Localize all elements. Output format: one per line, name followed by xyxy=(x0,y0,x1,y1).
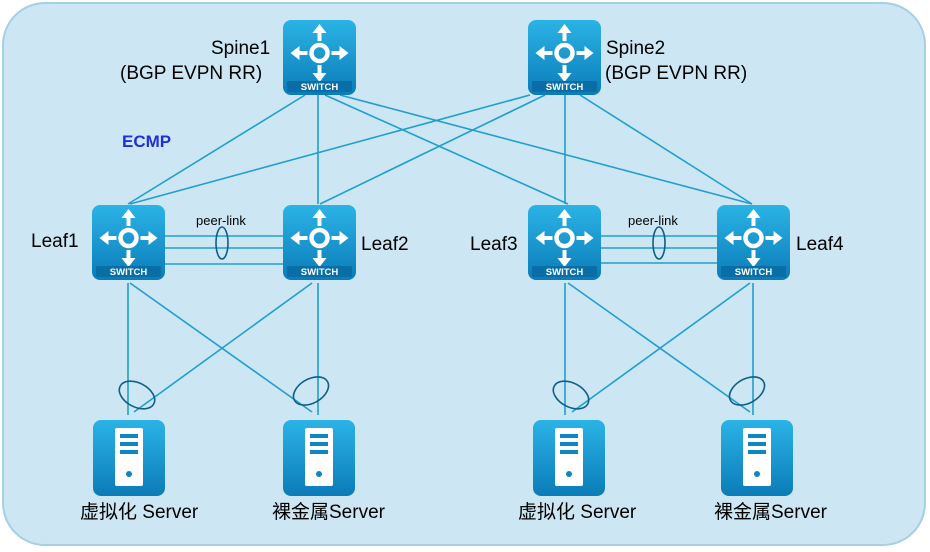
link-leaf1-server2 xyxy=(129,282,313,413)
peer-link-label-left: peer-link xyxy=(196,213,246,228)
peer-link-label-right: peer-link xyxy=(628,213,678,228)
spine1-name: Spine1 xyxy=(211,38,270,59)
switch-caption: SWITCH xyxy=(546,82,584,93)
switch-caption-bar xyxy=(532,81,597,92)
aggregation-markers xyxy=(118,226,766,410)
links-layer xyxy=(127,94,754,415)
switch-caption: SWITCH xyxy=(735,267,773,278)
leaf1-switch[interactable]: SWITCH xyxy=(92,205,165,280)
link-spine2-leaf4 xyxy=(579,94,753,205)
link-leaf2-server1 xyxy=(133,282,313,413)
server3-label: 虚拟化 Server xyxy=(518,501,637,523)
spine2-role: (BGP EVPN RR) xyxy=(605,63,747,84)
spine2-name: Spine2 xyxy=(606,38,665,59)
link-leaf3-server4 xyxy=(567,282,751,413)
switch-body xyxy=(283,205,356,280)
ecmp-label: ECMP xyxy=(122,132,171,151)
spine2-switch[interactable]: SWITCH xyxy=(528,20,601,95)
server1-label: 虚拟化 Server xyxy=(80,501,199,523)
leaf3-name: Leaf3 xyxy=(470,234,518,255)
switch-caption-bar xyxy=(532,266,597,277)
switch-body xyxy=(528,20,601,95)
leaf1-name: Leaf1 xyxy=(31,231,79,252)
link-spine2-leaf2 xyxy=(319,94,546,205)
switch-caption: SWITCH xyxy=(546,267,584,278)
link-spine2-leaf1 xyxy=(129,94,531,205)
link-leaf4-server3 xyxy=(571,282,751,413)
link-spine1-leaf4 xyxy=(339,94,753,205)
leaf2-switch[interactable]: SWITCH xyxy=(283,205,356,280)
leaf2-name: Leaf2 xyxy=(361,234,409,255)
leaf3-switch[interactable]: SWITCH xyxy=(528,205,601,280)
switch-caption-bar xyxy=(287,266,352,277)
link-spine1-leaf1 xyxy=(127,94,306,205)
switch-body xyxy=(717,205,790,280)
switch-caption-bar xyxy=(721,266,786,277)
switch-body xyxy=(283,20,356,95)
leaf4-name: Leaf4 xyxy=(796,234,844,255)
switch-caption-bar xyxy=(287,81,352,92)
lag-bundle-icon xyxy=(118,380,156,410)
server4-device[interactable] xyxy=(721,420,793,496)
switch-caption: SWITCH xyxy=(110,267,148,278)
server-icon xyxy=(115,428,143,486)
server2-label: 裸金属Server xyxy=(272,501,386,523)
spine1-switch[interactable]: SWITCH xyxy=(283,20,356,95)
server3-device[interactable] xyxy=(533,420,605,496)
switch-body xyxy=(92,205,165,280)
leaf4-switch[interactable]: SWITCH xyxy=(717,205,790,280)
peer-link-bundle-icon xyxy=(215,226,229,260)
link-spine1-leaf3 xyxy=(324,94,569,205)
switch-body xyxy=(528,205,601,280)
switch-caption: SWITCH xyxy=(301,82,339,93)
spine1-role: (BGP EVPN RR) xyxy=(120,63,262,84)
switch-caption: SWITCH xyxy=(301,267,339,278)
peer-link-bundle-icon xyxy=(652,226,666,260)
server1-device[interactable] xyxy=(93,420,165,496)
server-icon xyxy=(555,428,583,486)
lag-bundle-icon xyxy=(728,376,766,406)
switch-caption-bar xyxy=(96,266,161,277)
lag-bundle-icon xyxy=(292,376,330,406)
server-icon xyxy=(743,428,771,486)
server2-device[interactable] xyxy=(283,420,355,496)
server4-label: 裸金属Server xyxy=(714,501,828,523)
lag-bundle-icon xyxy=(552,380,590,410)
server-icon xyxy=(305,428,333,486)
